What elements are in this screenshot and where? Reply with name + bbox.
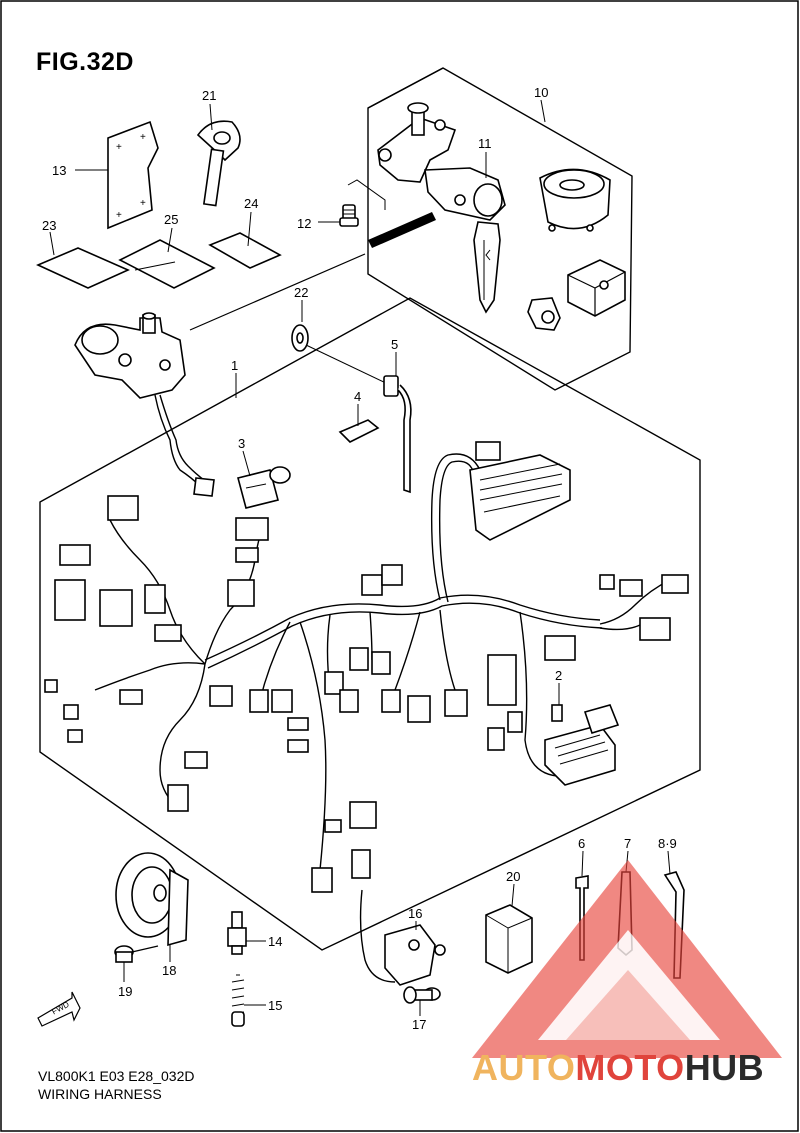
- callout-12: 12: [297, 216, 311, 231]
- callout-15: 15: [268, 998, 282, 1013]
- svg-text:+: +: [116, 142, 122, 153]
- harness-wires: [44, 441, 689, 893]
- callout-11: 11: [478, 136, 492, 151]
- relay-part-20: [485, 904, 533, 974]
- model-code-caption: VL800K1 E03 E28_032D: [38, 1068, 195, 1084]
- callout-1: 1: [231, 358, 238, 373]
- washer-part-22: [291, 324, 391, 386]
- callout-labels: 13 21 23 25 24 12 10 11 22 5 1 4: [42, 85, 677, 1032]
- callout-3: 3: [238, 436, 245, 451]
- svg-text:+: +: [140, 198, 146, 209]
- svg-text:+: +: [140, 132, 146, 143]
- callout-25: 25: [164, 212, 178, 227]
- callout-20: 20: [506, 869, 520, 884]
- callout-7: 7: [624, 836, 631, 851]
- callout-16: 16: [408, 906, 422, 921]
- section-name-caption: WIRING HARNESS: [38, 1086, 162, 1102]
- spring-part-15: [231, 974, 245, 1027]
- callout-18: 18: [162, 963, 176, 978]
- callout-8-9: 8·9: [658, 836, 677, 851]
- watermark-moto: MOTO: [575, 1047, 685, 1088]
- watermark-logo: [472, 860, 782, 1058]
- callout-6: 6: [578, 836, 585, 851]
- plate-25-marking: [134, 261, 176, 271]
- screw-part-12: [339, 204, 359, 227]
- callout-13: 13: [52, 163, 66, 178]
- callout-4: 4: [354, 389, 361, 404]
- callout-19: 19: [118, 984, 132, 999]
- main-ignition-switch: [74, 312, 215, 497]
- key-part-21: [196, 120, 241, 207]
- switch-part-14: [227, 911, 247, 955]
- callout-5: 5: [391, 337, 398, 352]
- watermark-hub: HUB: [684, 1047, 765, 1088]
- horn-part-18: [115, 852, 189, 947]
- callout-17: 17: [412, 1017, 426, 1032]
- callout-22: 22: [294, 285, 308, 300]
- svg-text:+: +: [116, 210, 122, 221]
- callout-21: 21: [202, 88, 216, 103]
- bolt-part-17: [403, 986, 441, 1004]
- wiring-harness-group-box: [39, 297, 701, 951]
- watermark-auto: AUTO: [472, 1047, 576, 1088]
- callout-14: 14: [268, 934, 282, 949]
- sensor-part-16: [351, 849, 446, 986]
- watermark-text: AUTOMOTOHUB: [472, 1047, 764, 1089]
- figure-title: FIG.32D: [36, 48, 134, 76]
- plate-part-13: + + + +: [107, 120, 159, 230]
- callout-23: 23: [42, 218, 56, 233]
- forward-direction-arrow: FWD: [37, 991, 81, 1027]
- connector-part-3: [237, 466, 291, 509]
- label-plate-24: [208, 232, 282, 269]
- callout-10: 10: [534, 85, 548, 100]
- callout-24: 24: [244, 196, 258, 211]
- ignition-switch-assembly: [189, 102, 626, 331]
- callout-2: 2: [555, 668, 562, 683]
- ignition-switch-group-box: [367, 67, 633, 391]
- label-plate-23: [36, 247, 130, 289]
- cable-tie-part-5: [383, 375, 412, 494]
- clip-part-4: [338, 419, 380, 443]
- bolt-part-19: [114, 945, 159, 963]
